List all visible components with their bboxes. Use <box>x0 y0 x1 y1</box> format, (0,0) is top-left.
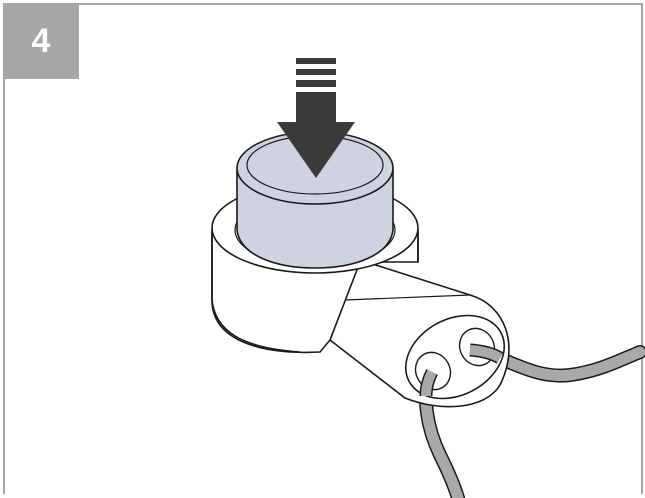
press-down-arrow-icon <box>277 58 355 178</box>
step-number-badge: 4 <box>3 3 79 79</box>
panel-frame <box>3 3 643 494</box>
